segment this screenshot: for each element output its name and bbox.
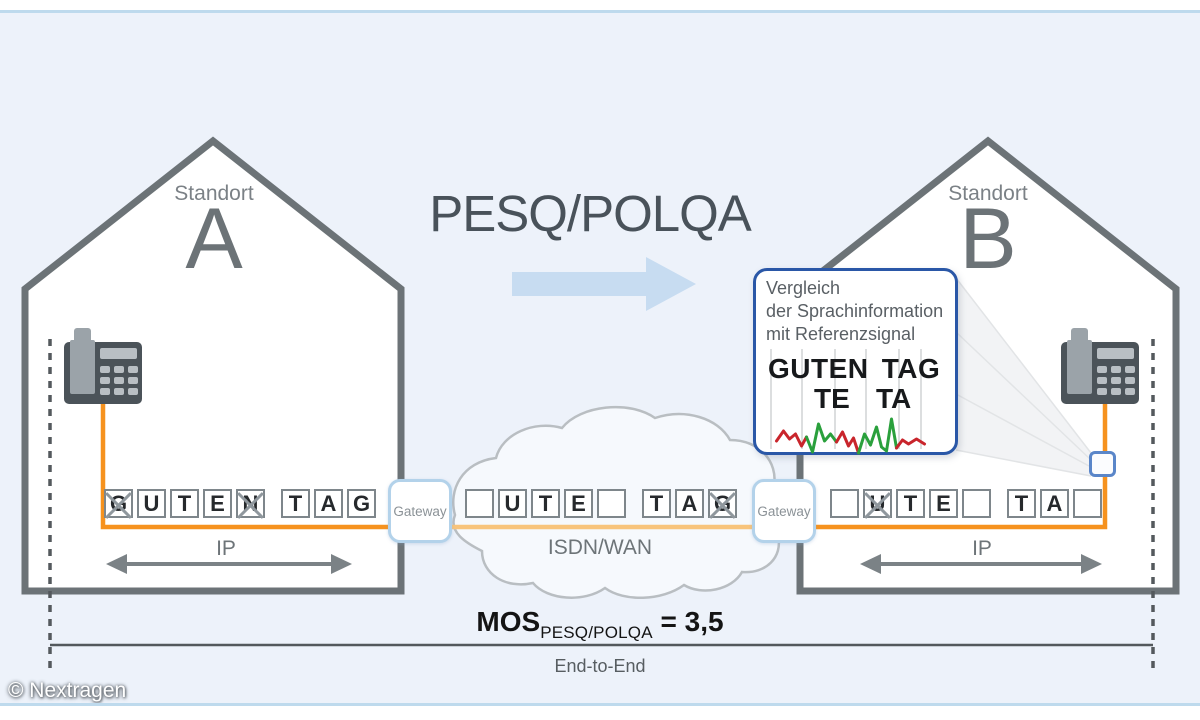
direction-arrow <box>512 257 696 311</box>
letter-box: A <box>675 489 704 518</box>
gateway-left: Gateway <box>388 479 452 543</box>
letter-box: U <box>498 489 527 518</box>
phone-handset <box>1067 340 1092 394</box>
cable-site-b <box>788 402 1108 530</box>
letter-box: U <box>137 489 166 518</box>
letter-box: E <box>564 489 593 518</box>
letter-box: T <box>642 489 671 518</box>
letter-box-empty <box>830 489 859 518</box>
wan-label: ISDN/WAN <box>547 536 653 559</box>
callout-gridline <box>801 349 803 449</box>
phone-a-icon <box>62 328 144 406</box>
callout-gridline <box>834 349 836 449</box>
letter-box: E <box>929 489 958 518</box>
letter-box-empty <box>465 489 494 518</box>
callout-text-line1: Vergleich <box>766 278 841 298</box>
ip-arrow-site-b <box>860 554 1102 574</box>
comparison-callout: Vergleich der Sprachinformation mit Refe… <box>753 268 958 455</box>
site-b-standort-label: Standort <box>948 182 1028 205</box>
phone-keypad <box>100 366 138 396</box>
letter-box: T <box>170 489 199 518</box>
callout-fan-shade <box>956 278 1091 476</box>
callout-degraded-word-1: TE <box>814 383 850 414</box>
letter-box: E <box>203 489 232 518</box>
speech-waveform <box>775 417 926 455</box>
page-title: PESQ/POLQA <box>429 185 752 242</box>
callout-gridline <box>920 349 922 449</box>
callout-fan-lines <box>955 277 1092 477</box>
letter-box: T <box>281 489 310 518</box>
phone-display <box>100 348 137 359</box>
callout-text-line3: mit Referenzsignal <box>766 324 916 345</box>
letter-box: T <box>896 489 925 518</box>
letter-box: T <box>531 489 560 518</box>
waveform-segment <box>857 417 898 455</box>
letter-box: N <box>236 489 265 518</box>
waveform-segment <box>895 437 926 450</box>
end-to-end-label: End-to-End <box>554 656 646 676</box>
waveform-segment <box>805 422 838 454</box>
site-b-letter: B <box>959 191 1017 287</box>
cable-site-a <box>100 402 420 530</box>
mos-value <box>653 606 661 637</box>
mos-subscript: PESQ/POLQA <box>540 623 653 642</box>
letter-box: G <box>708 489 737 518</box>
gateway-right: Gateway <box>752 479 816 543</box>
letter-box-empty <box>1073 489 1102 518</box>
measurement-point-box <box>1089 451 1116 477</box>
letter-box: U <box>863 489 892 518</box>
site-a-letter: A <box>185 191 243 287</box>
callout-text: Vergleich der Sprachinformation mit Refe… <box>766 277 943 346</box>
ip-label-site-b: IP <box>972 537 992 560</box>
ip-label-site-a: IP <box>216 537 236 560</box>
watermark: © Nextragen <box>8 679 127 702</box>
mos-result: MOSPESQ/POLQA = 3,5 <box>440 606 760 642</box>
waveform-segment <box>775 429 808 448</box>
bottom-white-strip <box>0 706 1200 720</box>
letter-box: A <box>314 489 343 518</box>
phone-display <box>1097 348 1134 359</box>
letter-box: G <box>347 489 376 518</box>
phone-keypad <box>1097 366 1135 396</box>
top-blue-line <box>0 10 1200 13</box>
callout-gridline <box>898 349 900 449</box>
letter-group-gap <box>630 489 638 490</box>
callout-gridline <box>865 349 867 449</box>
callout-gridline <box>770 349 772 449</box>
callout-degraded-word-2: TA <box>876 383 912 414</box>
ip-arrow-site-a <box>106 554 352 574</box>
letter-box-empty <box>962 489 991 518</box>
top-white-strip <box>0 0 1200 10</box>
letter-group-gap <box>269 489 277 490</box>
site-a-standort-label: Standort <box>174 182 254 205</box>
letter-box-empty <box>597 489 626 518</box>
waveform-segment <box>835 430 860 455</box>
house-a-outline <box>21 136 405 595</box>
letter-group-gap <box>995 489 1003 490</box>
letter-box: T <box>1007 489 1036 518</box>
letter-box: G <box>104 489 133 518</box>
callout-reference-word: GUTEN TAG <box>768 353 941 384</box>
mos-value-text: = 3,5 <box>660 606 724 637</box>
letter-box: A <box>1040 489 1069 518</box>
bottom-blue-line <box>0 703 1200 706</box>
mos-prefix: MOS <box>476 606 541 637</box>
phone-b-icon <box>1059 328 1141 406</box>
callout-text-line2: der Sprachinformation <box>766 301 944 322</box>
phone-handset <box>70 340 95 394</box>
